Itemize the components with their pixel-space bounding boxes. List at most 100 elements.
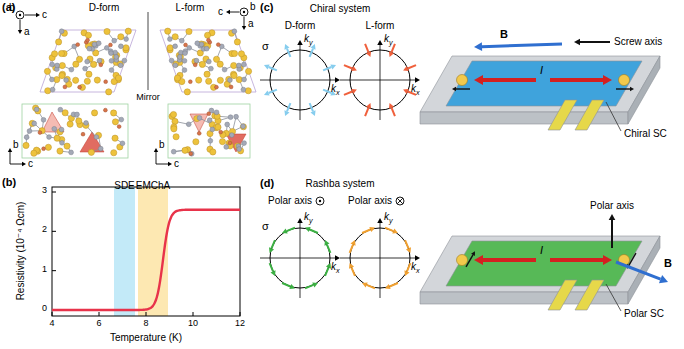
spin-arrow-head bbox=[392, 229, 398, 234]
axis-label: c bbox=[174, 158, 179, 169]
k-axis-head bbox=[335, 255, 340, 261]
atom bbox=[123, 45, 129, 51]
spin-label: σ bbox=[262, 40, 269, 52]
k-axis-head bbox=[377, 40, 383, 45]
spin-arrow-head bbox=[284, 44, 289, 50]
atom bbox=[207, 38, 211, 42]
current-arrow-head bbox=[603, 255, 612, 265]
spin-arrow bbox=[272, 240, 275, 248]
electrode bbox=[548, 280, 577, 310]
crystal-axis-head bbox=[168, 162, 172, 166]
atom bbox=[204, 46, 209, 51]
k-axis-label: kx bbox=[411, 83, 420, 94]
spin-arrow bbox=[327, 245, 330, 253]
crystal-axis bbox=[20, 20, 21, 30]
atom bbox=[125, 28, 131, 34]
atom bbox=[62, 110, 68, 116]
system-title: Chiral system bbox=[310, 3, 371, 14]
atom bbox=[60, 140, 65, 145]
spin-arrow-head bbox=[310, 110, 315, 116]
atom bbox=[112, 135, 118, 141]
spin-arrow-head bbox=[289, 284, 295, 289]
atom bbox=[85, 59, 90, 64]
crystal-axis-head bbox=[36, 13, 40, 17]
atom bbox=[210, 127, 215, 132]
atom bbox=[167, 45, 173, 51]
atom bbox=[229, 85, 233, 89]
x-tick bbox=[240, 312, 241, 316]
atom bbox=[241, 124, 246, 129]
emcha-band: EMChA bbox=[134, 175, 172, 316]
substrate-front bbox=[420, 292, 628, 304]
atom bbox=[84, 121, 89, 126]
crystal-axis bbox=[10, 152, 11, 164]
spin-arrow bbox=[282, 283, 290, 286]
atom bbox=[184, 89, 190, 95]
unit-cell bbox=[22, 104, 128, 158]
spin-arrow-head bbox=[630, 87, 634, 91]
tick-label: 10 bbox=[188, 319, 198, 329]
atom bbox=[241, 87, 246, 92]
atom bbox=[103, 108, 107, 112]
spin-arrow bbox=[325, 268, 328, 276]
atom bbox=[197, 116, 202, 121]
atom bbox=[182, 68, 187, 73]
current-arrow bbox=[550, 258, 603, 262]
atom bbox=[109, 51, 114, 56]
atom bbox=[204, 71, 210, 77]
screw-axis-arrow-head bbox=[574, 39, 580, 46]
atom bbox=[182, 58, 187, 63]
spin-arrow-head bbox=[385, 284, 391, 289]
spin-arrow bbox=[269, 90, 277, 93]
atom bbox=[214, 110, 219, 115]
spin-arrow-head bbox=[362, 282, 368, 287]
coordination-triangle bbox=[42, 112, 64, 132]
spin-arrow bbox=[270, 263, 273, 271]
atom bbox=[219, 139, 225, 145]
atom bbox=[69, 67, 74, 72]
atom bbox=[173, 134, 179, 140]
spin-arrow bbox=[305, 285, 313, 288]
spin-arrow-head bbox=[349, 263, 354, 269]
atom bbox=[42, 147, 46, 151]
spin-arrow bbox=[344, 65, 352, 68]
atom bbox=[78, 85, 82, 89]
spin-arrow-head bbox=[471, 251, 475, 256]
spin-arrow bbox=[352, 268, 355, 276]
electron bbox=[457, 255, 468, 266]
axis-label: c bbox=[42, 9, 47, 20]
k-axis-label: kx bbox=[331, 261, 340, 272]
atom bbox=[50, 62, 55, 67]
substrate-front bbox=[420, 112, 628, 124]
spin-arrow bbox=[407, 263, 410, 271]
spin-arrow bbox=[344, 91, 352, 94]
atom bbox=[193, 139, 199, 145]
leader-line bbox=[606, 102, 621, 131]
k-space-panel bbox=[260, 40, 420, 298]
atom bbox=[197, 131, 201, 135]
band-fill bbox=[114, 187, 135, 316]
atom bbox=[169, 58, 174, 63]
crystal-axis-head bbox=[226, 10, 230, 14]
unit-cell bbox=[168, 104, 250, 158]
spin-arrow-head bbox=[406, 247, 411, 253]
axis-callout: Polar axis bbox=[590, 200, 634, 211]
atom bbox=[58, 107, 63, 112]
atom bbox=[94, 77, 100, 83]
atom bbox=[87, 46, 92, 51]
current-label: I bbox=[540, 64, 543, 76]
atom bbox=[124, 37, 129, 42]
electrode bbox=[575, 280, 604, 310]
atom bbox=[183, 51, 188, 56]
k-axis-label: ky bbox=[304, 33, 313, 44]
device-slab bbox=[420, 39, 660, 131]
spin-arrow-head bbox=[369, 227, 375, 232]
atom bbox=[32, 121, 37, 126]
atom bbox=[245, 88, 251, 94]
spin-label: σ bbox=[262, 220, 269, 232]
atom bbox=[24, 135, 29, 140]
out-of-plane-symbol bbox=[16, 11, 24, 19]
spin-arrow-head bbox=[264, 64, 270, 69]
spin-arrow-head bbox=[403, 66, 409, 71]
